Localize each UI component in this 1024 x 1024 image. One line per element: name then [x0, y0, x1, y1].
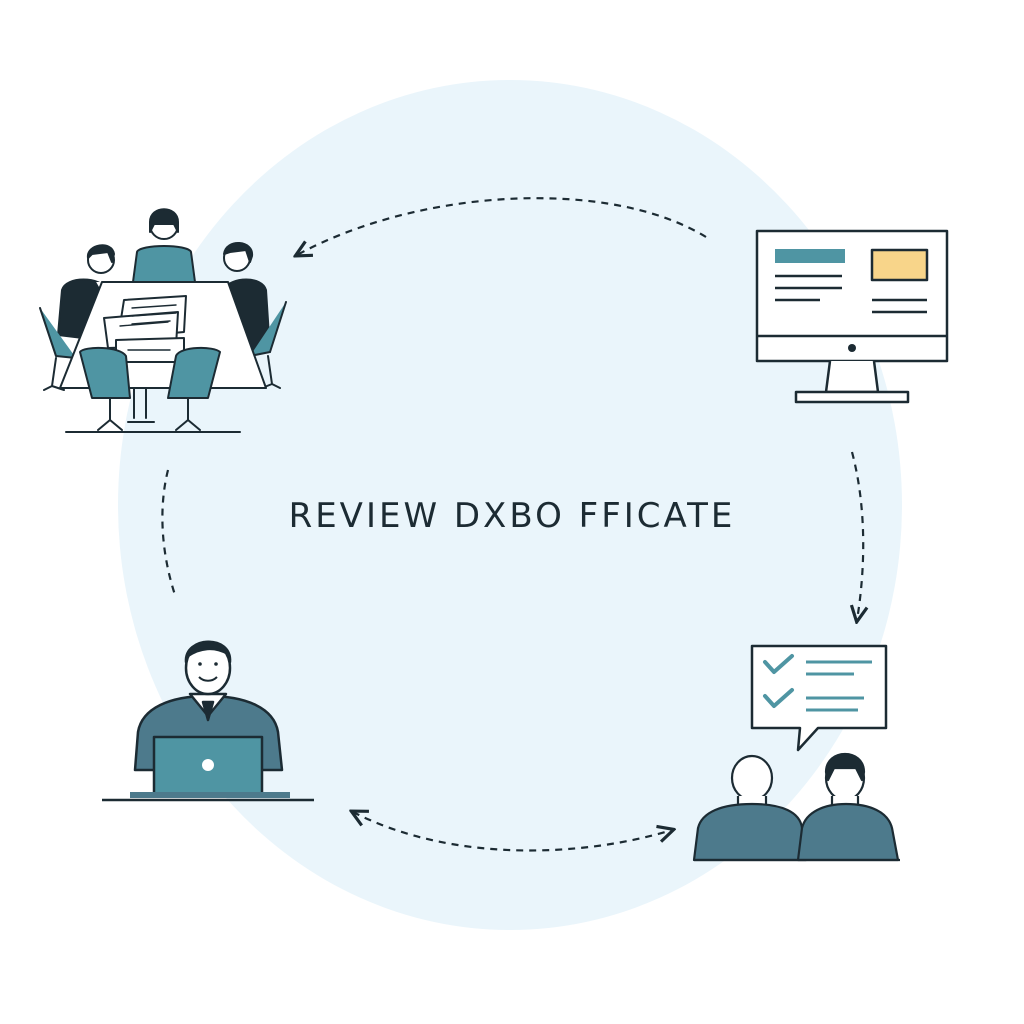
center-label: REVIEW DXBO FFICATE — [288, 496, 736, 536]
team-meeting-icon — [39, 208, 287, 433]
checklist-speech-bubble-icon — [750, 644, 888, 752]
person-with-laptop-icon — [102, 640, 314, 802]
dashed-arrow-right — [852, 451, 863, 620]
dashed-arrow-top — [297, 197, 707, 255]
desktop-monitor-icon — [755, 229, 949, 404]
two-people-icon — [692, 752, 900, 862]
background-circle — [118, 80, 902, 930]
dashed-arrow-bottom — [353, 812, 672, 852]
dashed-arrow-left — [161, 469, 177, 596]
